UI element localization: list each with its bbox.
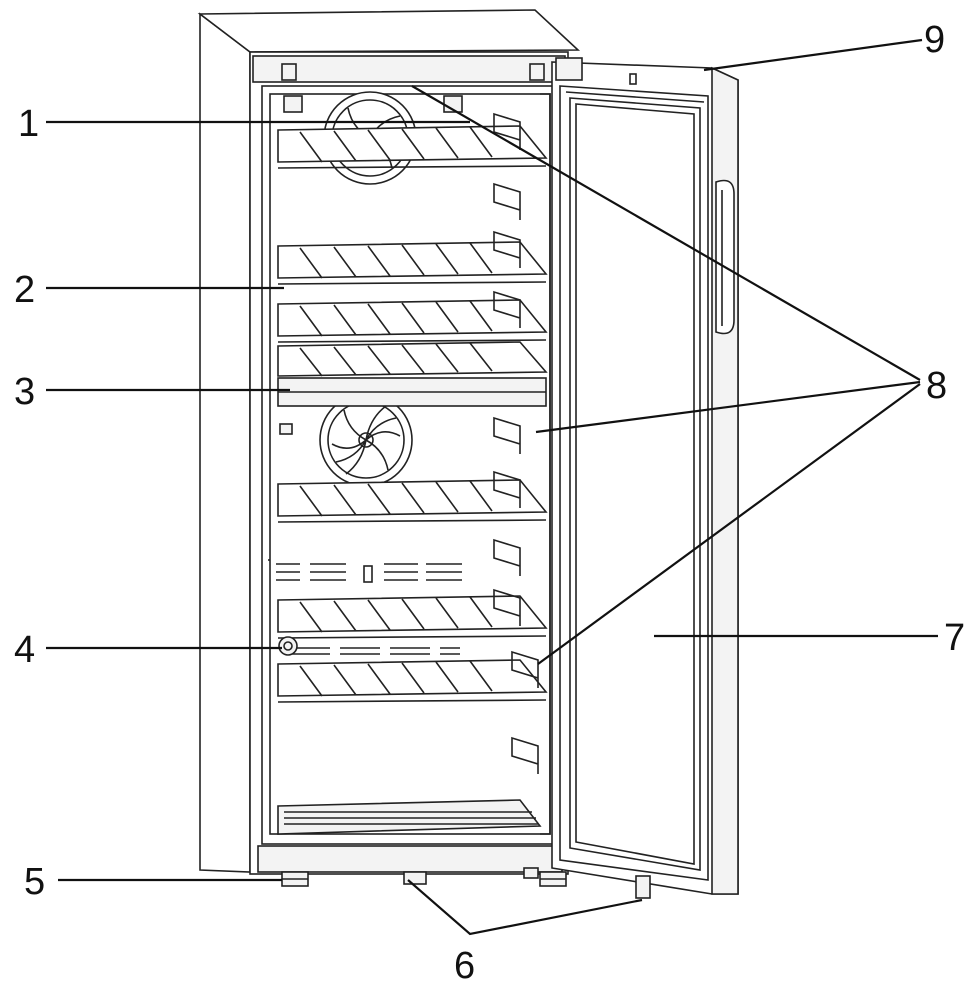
shelves	[277, 125, 548, 835]
callout-8: 8	[926, 365, 947, 407]
bottom-tray	[277, 799, 542, 835]
vent-grille	[268, 559, 462, 583]
callout-4: 4	[14, 629, 35, 671]
leader-lines	[46, 38, 938, 936]
callout-5: 5	[24, 861, 45, 903]
door-handle	[715, 179, 735, 335]
callout-3: 3	[14, 371, 35, 413]
shelf	[277, 341, 548, 377]
callout-1: 1	[18, 103, 39, 145]
callout-7: 7	[944, 617, 965, 659]
control-panel	[277, 377, 547, 407]
shelf	[277, 659, 548, 703]
shelf	[277, 479, 548, 523]
shelf	[277, 299, 548, 343]
callout-9: 9	[924, 19, 945, 61]
callout-6: 6	[454, 945, 475, 987]
shelf	[277, 595, 548, 639]
lower-vent	[290, 647, 460, 655]
cabinet	[197, 9, 581, 875]
glass-door	[551, 57, 739, 899]
light-sensor	[278, 636, 298, 656]
callout-2: 2	[14, 269, 35, 311]
shelf-rails	[493, 112, 539, 774]
shelf	[277, 125, 548, 169]
shelf	[277, 241, 548, 285]
callout-labels: 1 2 3 4 5 6 7 8 9	[14, 19, 965, 987]
adjustable-feet	[281, 871, 567, 887]
